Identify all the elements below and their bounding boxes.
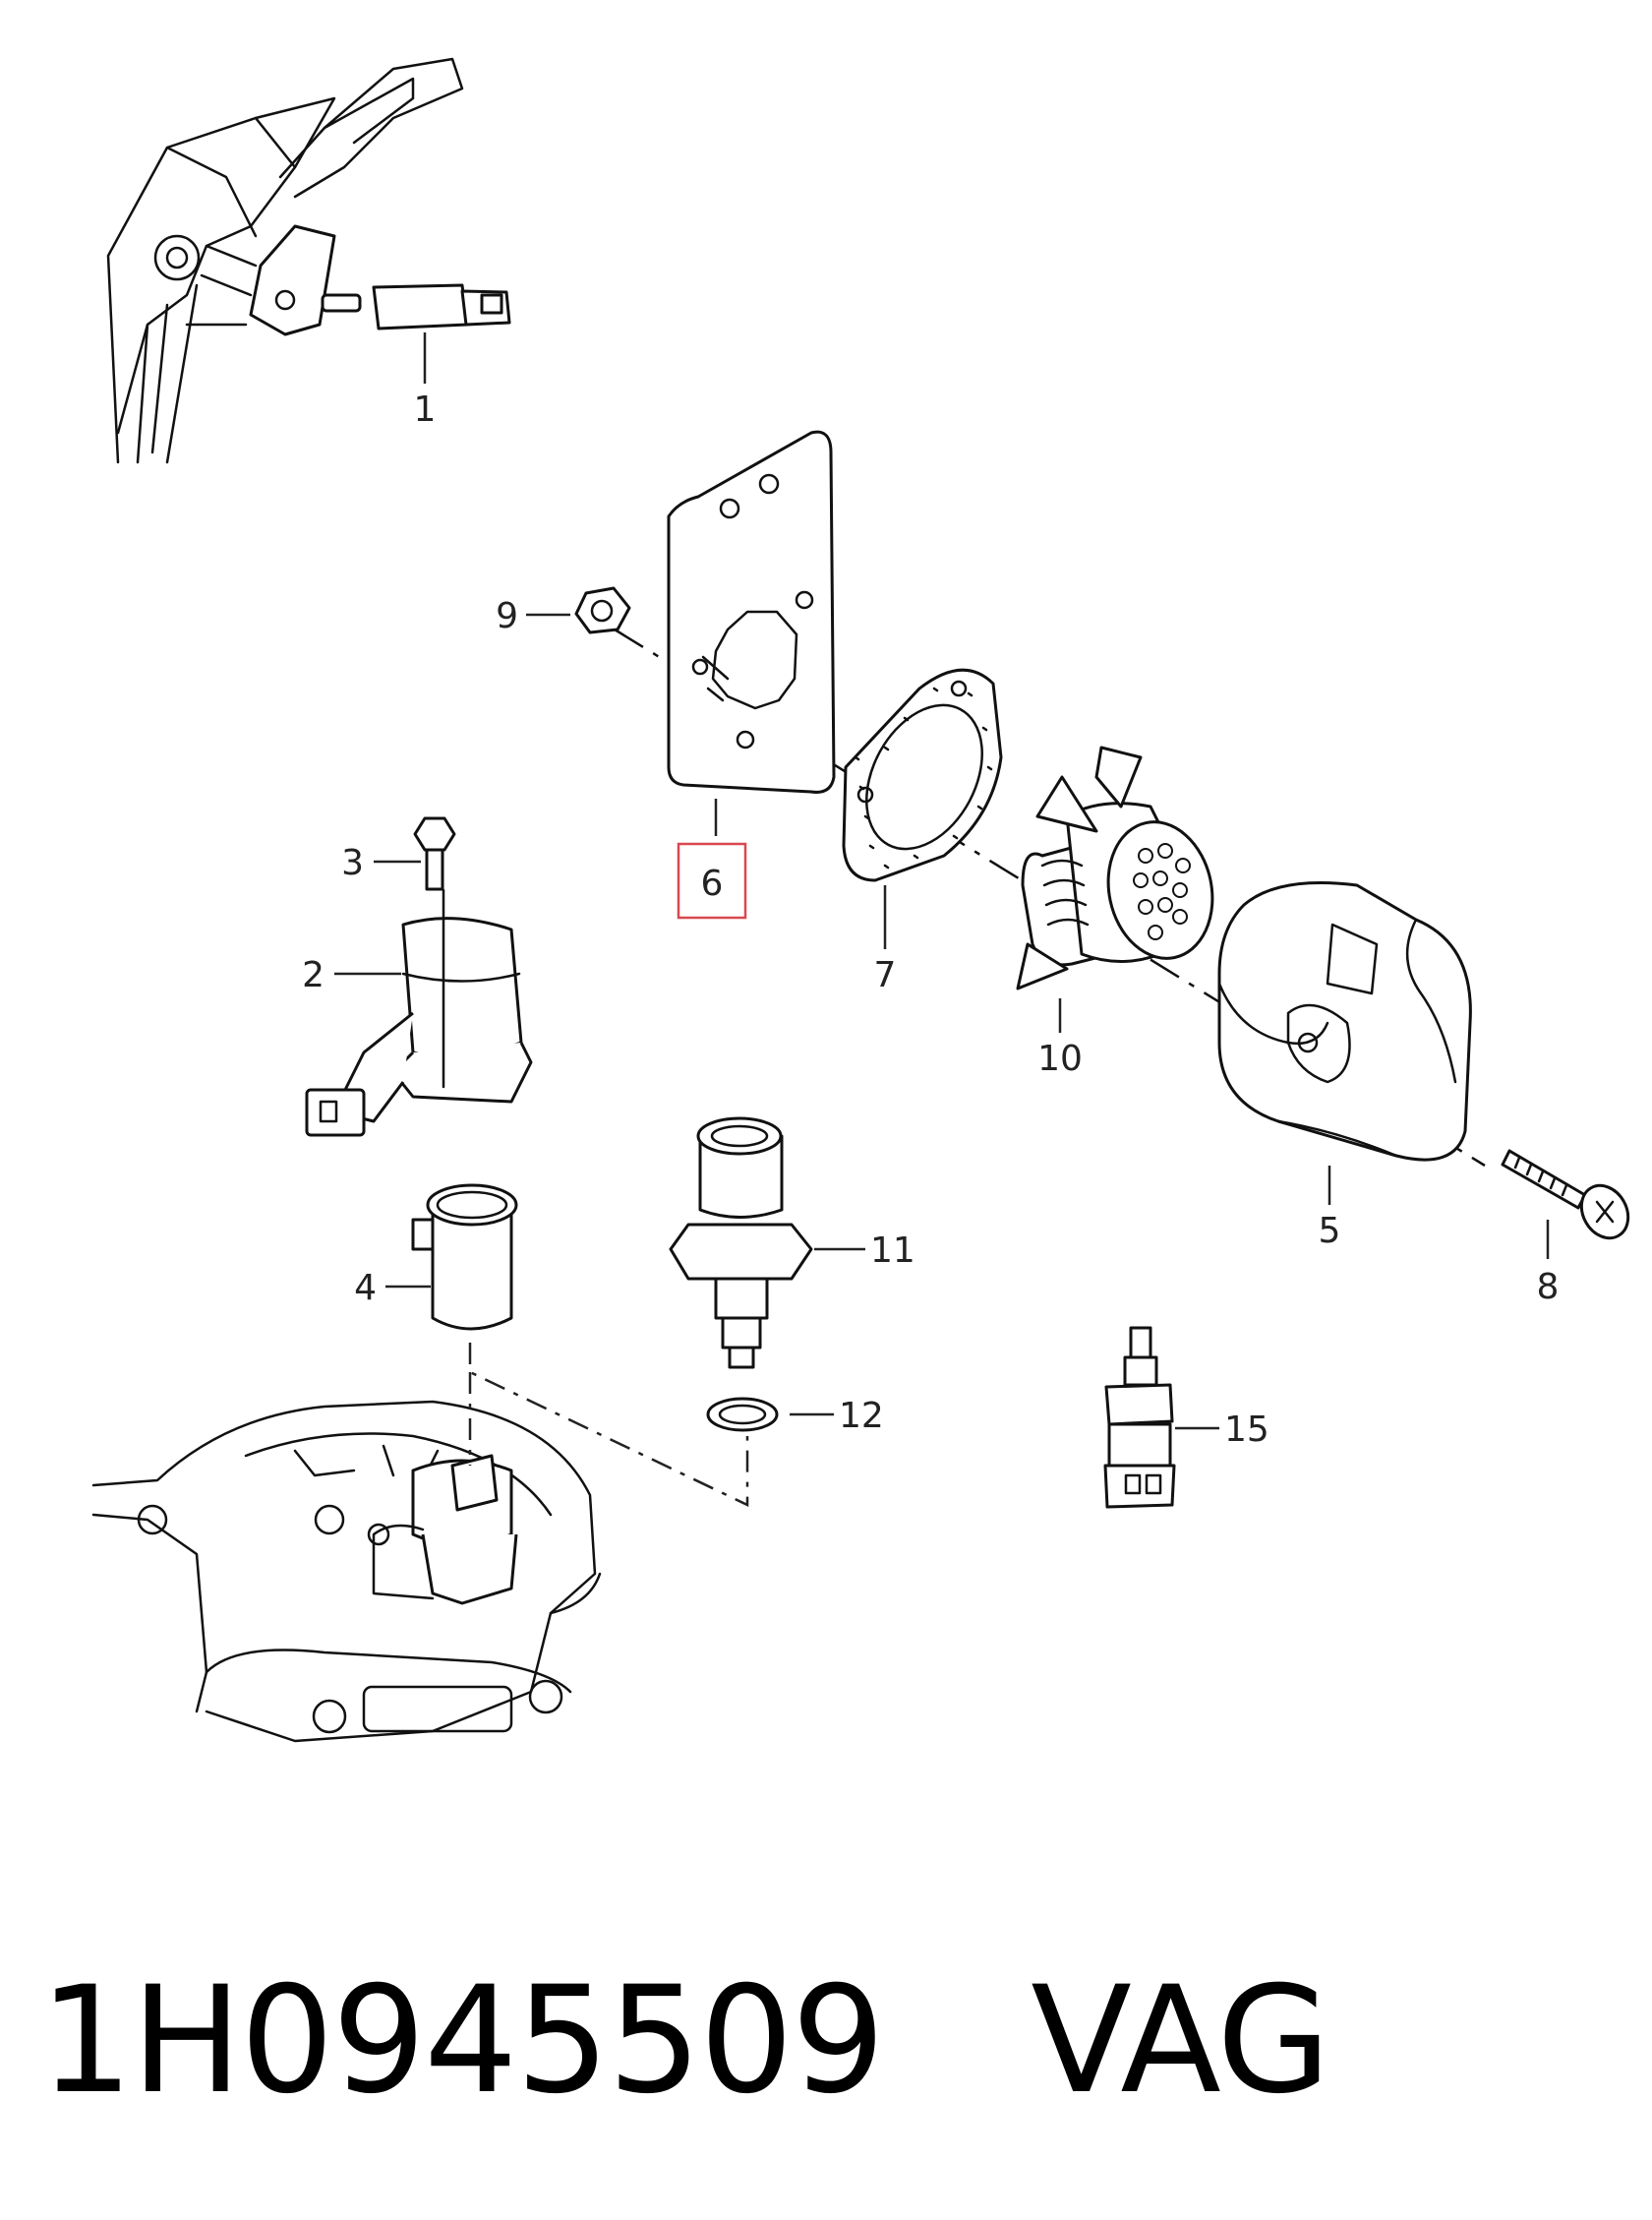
callout-1: 1	[414, 390, 437, 430]
callout-7: 7	[874, 955, 897, 995]
gearbox-housing-illustration	[91, 1400, 602, 1743]
callout-3: 3	[341, 843, 364, 883]
part-8-screw	[1501, 1149, 1630, 1240]
part-11-switch	[669, 1116, 813, 1369]
callout-11: 11	[870, 1230, 915, 1271]
part-6-plate	[667, 430, 836, 794]
callout-12: 12	[839, 1396, 884, 1436]
part-7-gasket	[842, 668, 1003, 882]
callout-2: 2	[302, 955, 324, 995]
callout-15: 15	[1224, 1410, 1269, 1450]
callout-9: 9	[496, 596, 518, 636]
part-4-sleeve	[411, 1183, 518, 1331]
part-15-switch	[1103, 1326, 1176, 1509]
callout-5: 5	[1319, 1211, 1341, 1251]
part-9-nut	[574, 586, 631, 634]
callout-4: 4	[354, 1268, 377, 1308]
part-2-sensor	[305, 888, 533, 1137]
parts-diagram: 1 3 2 4	[91, 57, 1630, 1743]
callout-6: 6	[701, 864, 724, 904]
part-number-footer: 1H0945509 VAG	[39, 1943, 1613, 2139]
part-5-cover	[1217, 881, 1472, 1162]
callout-8: 8	[1537, 1267, 1560, 1307]
part-3-bolt	[413, 816, 456, 891]
part-number: 1H0945509	[39, 1955, 885, 2127]
brand-name: VAG	[1031, 1955, 1330, 2127]
part-10-socket	[1016, 746, 1214, 990]
callout-10: 10	[1037, 1039, 1083, 1079]
part-12-o-ring	[706, 1397, 779, 1432]
pedal-bracket-illustration	[106, 57, 511, 464]
part-6-highlight-box	[677, 842, 747, 920]
